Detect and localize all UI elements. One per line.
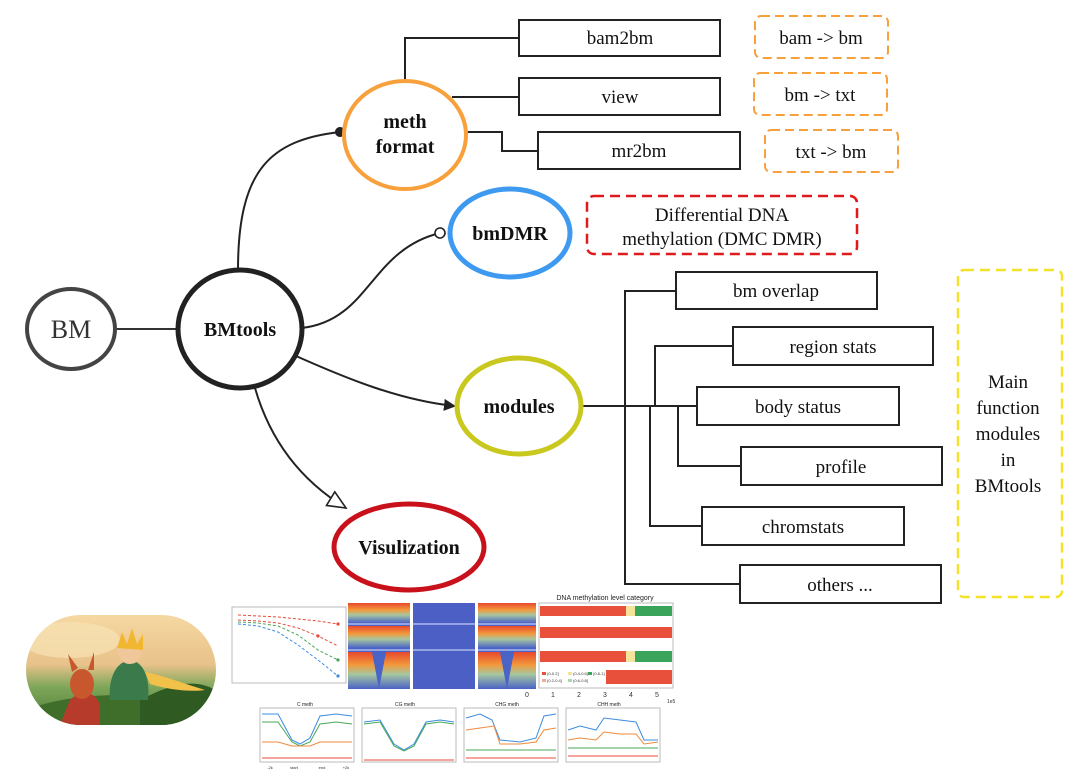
legend-item-2: (0.2-0.4] [547, 678, 562, 683]
connector-mr2bm [466, 131, 538, 152]
profile-plot-cg-meth: CG meth [361, 702, 457, 763]
bmtools-to-bmdmr-connector [301, 227, 446, 329]
profile-plot-chh-meth: CHH meth [565, 702, 661, 763]
connector-bam2bm [404, 37, 519, 80]
legend-item-1: (0-0.2] [547, 671, 559, 676]
note-bm-to-txt [753, 72, 888, 116]
profile-title-c: C meth [297, 702, 313, 708]
legend-item-3: (0.4-0.6] [573, 671, 588, 676]
category-tick-2: 2 [577, 692, 581, 699]
bmdmr-label: bmDMR [472, 223, 548, 245]
root-node-label: BM [51, 315, 91, 344]
note-dmr-line2: methylation (DMC DMR) [622, 229, 822, 250]
module-label-profile: profile [816, 457, 867, 478]
category-tick-3: 3 [603, 692, 607, 699]
modules-node[interactable] [454, 355, 584, 457]
meth-format-label-line2: format [376, 136, 435, 158]
note-label-bm-to-txt: bm -> txt [785, 85, 857, 106]
note-label-txt-to-bm: txt -> bm [796, 142, 867, 163]
category-tick-0: 0 [525, 692, 529, 699]
note-bam-to-bm [754, 15, 889, 59]
plot-decay-frame [231, 606, 347, 684]
meth-format-label-line1: meth [383, 111, 426, 133]
plot-heatmap-1 [348, 603, 410, 689]
note-dmr-line1: Differential DNA [655, 205, 789, 226]
profile-plot-chg-meth: CHG meth [463, 702, 559, 763]
note-label-bam-to-bm: bam -> bm [779, 28, 863, 49]
connector-region-stats [654, 345, 733, 406]
module-box-body-status[interactable] [696, 386, 900, 426]
legend-item-5: (0.8-1] [593, 671, 605, 676]
tool-label-mr2bm: mr2bm [612, 141, 667, 162]
module-box-profile[interactable] [740, 446, 943, 486]
connector-others [624, 406, 740, 585]
connector-chromstats [649, 406, 702, 527]
category-xmax: 1e5 [667, 699, 676, 705]
note-modules-line3: modules [976, 424, 1040, 445]
note-modules-line1: Main [988, 372, 1029, 393]
profile-title-chh: CHH meth [597, 702, 621, 708]
visualization-plots: DNA methylation level category (0-0.2] (… [231, 595, 676, 770]
note-modules-line2: function [976, 398, 1040, 419]
module-label-others: others ... [807, 575, 872, 596]
profile-xtick-2: start [290, 765, 299, 770]
plot-methylation-category: DNA methylation level category (0-0.2] (… [525, 595, 676, 705]
tool-box-mr2bm[interactable] [537, 131, 741, 170]
profile-title-cg: CG meth [395, 702, 415, 708]
tool-box-bam2bm[interactable] [518, 19, 721, 57]
category-tick-5: 5 [655, 692, 659, 699]
profile-xtick-1: -2k [267, 765, 273, 770]
tool-label-view: view [602, 87, 639, 108]
center-node-label: BMtools [204, 319, 276, 341]
legend-item-4: (0.6-0.8] [573, 678, 588, 683]
category-legend: (0-0.2] (0.2-0.4] (0.4-0.6] (0.6-0.8] (0… [540, 669, 605, 685]
bmtools-to-visualization-connector [254, 387, 346, 508]
root-node-bm[interactable] [25, 287, 117, 371]
connector-bm-overlap [624, 290, 676, 406]
modules-label: modules [483, 396, 554, 418]
category-plot-title: DNA methylation level category [556, 595, 654, 602]
note-main-function-modules [956, 268, 1064, 599]
module-box-others[interactable] [739, 564, 942, 604]
bmdmr-node[interactable] [447, 186, 573, 280]
note-differential-methylation [585, 194, 859, 256]
connector-profile [677, 406, 741, 467]
module-label-chromstats: chromstats [762, 517, 844, 538]
plot-heatmap-3 [478, 603, 536, 689]
profile-xtick-4: +2k [343, 765, 350, 770]
plot-heatmap-2 [413, 603, 475, 689]
bmtools-to-modules-connector [295, 355, 456, 411]
module-label-bm-overlap: bm overlap [733, 281, 819, 302]
tool-box-view[interactable] [518, 77, 721, 116]
illustration-little-prince [26, 615, 216, 725]
profile-title-chg: CHG meth [495, 702, 519, 708]
profile-xticks: -2k start end +2k [267, 765, 349, 770]
visualization-label: Visulization [358, 537, 460, 559]
module-box-bm-overlap[interactable] [675, 271, 878, 310]
module-label-region-stats: region stats [789, 337, 876, 358]
visualization-node[interactable] [331, 501, 487, 593]
category-tick-1: 1 [551, 692, 555, 699]
module-box-chromstats[interactable] [701, 506, 905, 546]
tool-label-bam2bm: bam2bm [587, 28, 654, 49]
profile-plot-c-meth: C meth [259, 702, 355, 763]
category-tick-4: 4 [629, 692, 633, 699]
note-txt-to-bm [764, 129, 899, 173]
bmtools-to-meth-format-connector [237, 127, 345, 271]
center-node-bmtools[interactable] [175, 267, 305, 391]
note-modules-line5: BMtools [975, 476, 1042, 497]
meth-format-node[interactable] [342, 79, 468, 191]
plot-decay-series [237, 614, 340, 678]
module-label-body-status: body status [755, 397, 841, 418]
note-modules-line4: in [1001, 450, 1016, 471]
module-box-region-stats[interactable] [732, 326, 934, 366]
profile-xtick-3: end [319, 765, 326, 770]
